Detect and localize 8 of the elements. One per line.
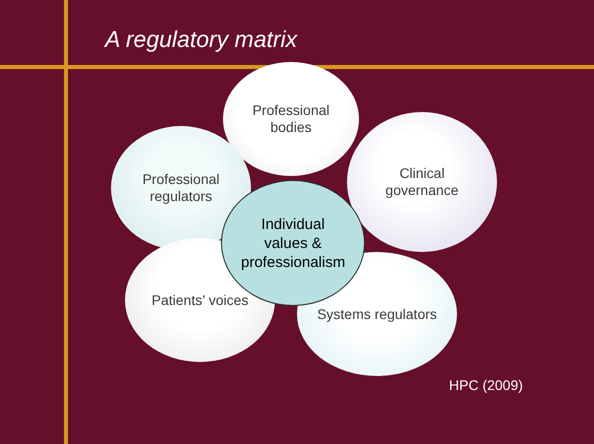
- node-label: Professional regulators: [141, 171, 221, 205]
- slide-title: A regulatory matrix: [105, 26, 298, 53]
- citation-text: HPC (2009): [449, 377, 523, 393]
- node-label: Individual values & professionalism: [241, 214, 345, 272]
- node-label: Clinical governance: [384, 165, 460, 199]
- node-label: Systems regulators: [317, 306, 437, 322]
- node-label: Professional bodies: [251, 102, 331, 136]
- node-label: Patients’ voices: [150, 292, 250, 308]
